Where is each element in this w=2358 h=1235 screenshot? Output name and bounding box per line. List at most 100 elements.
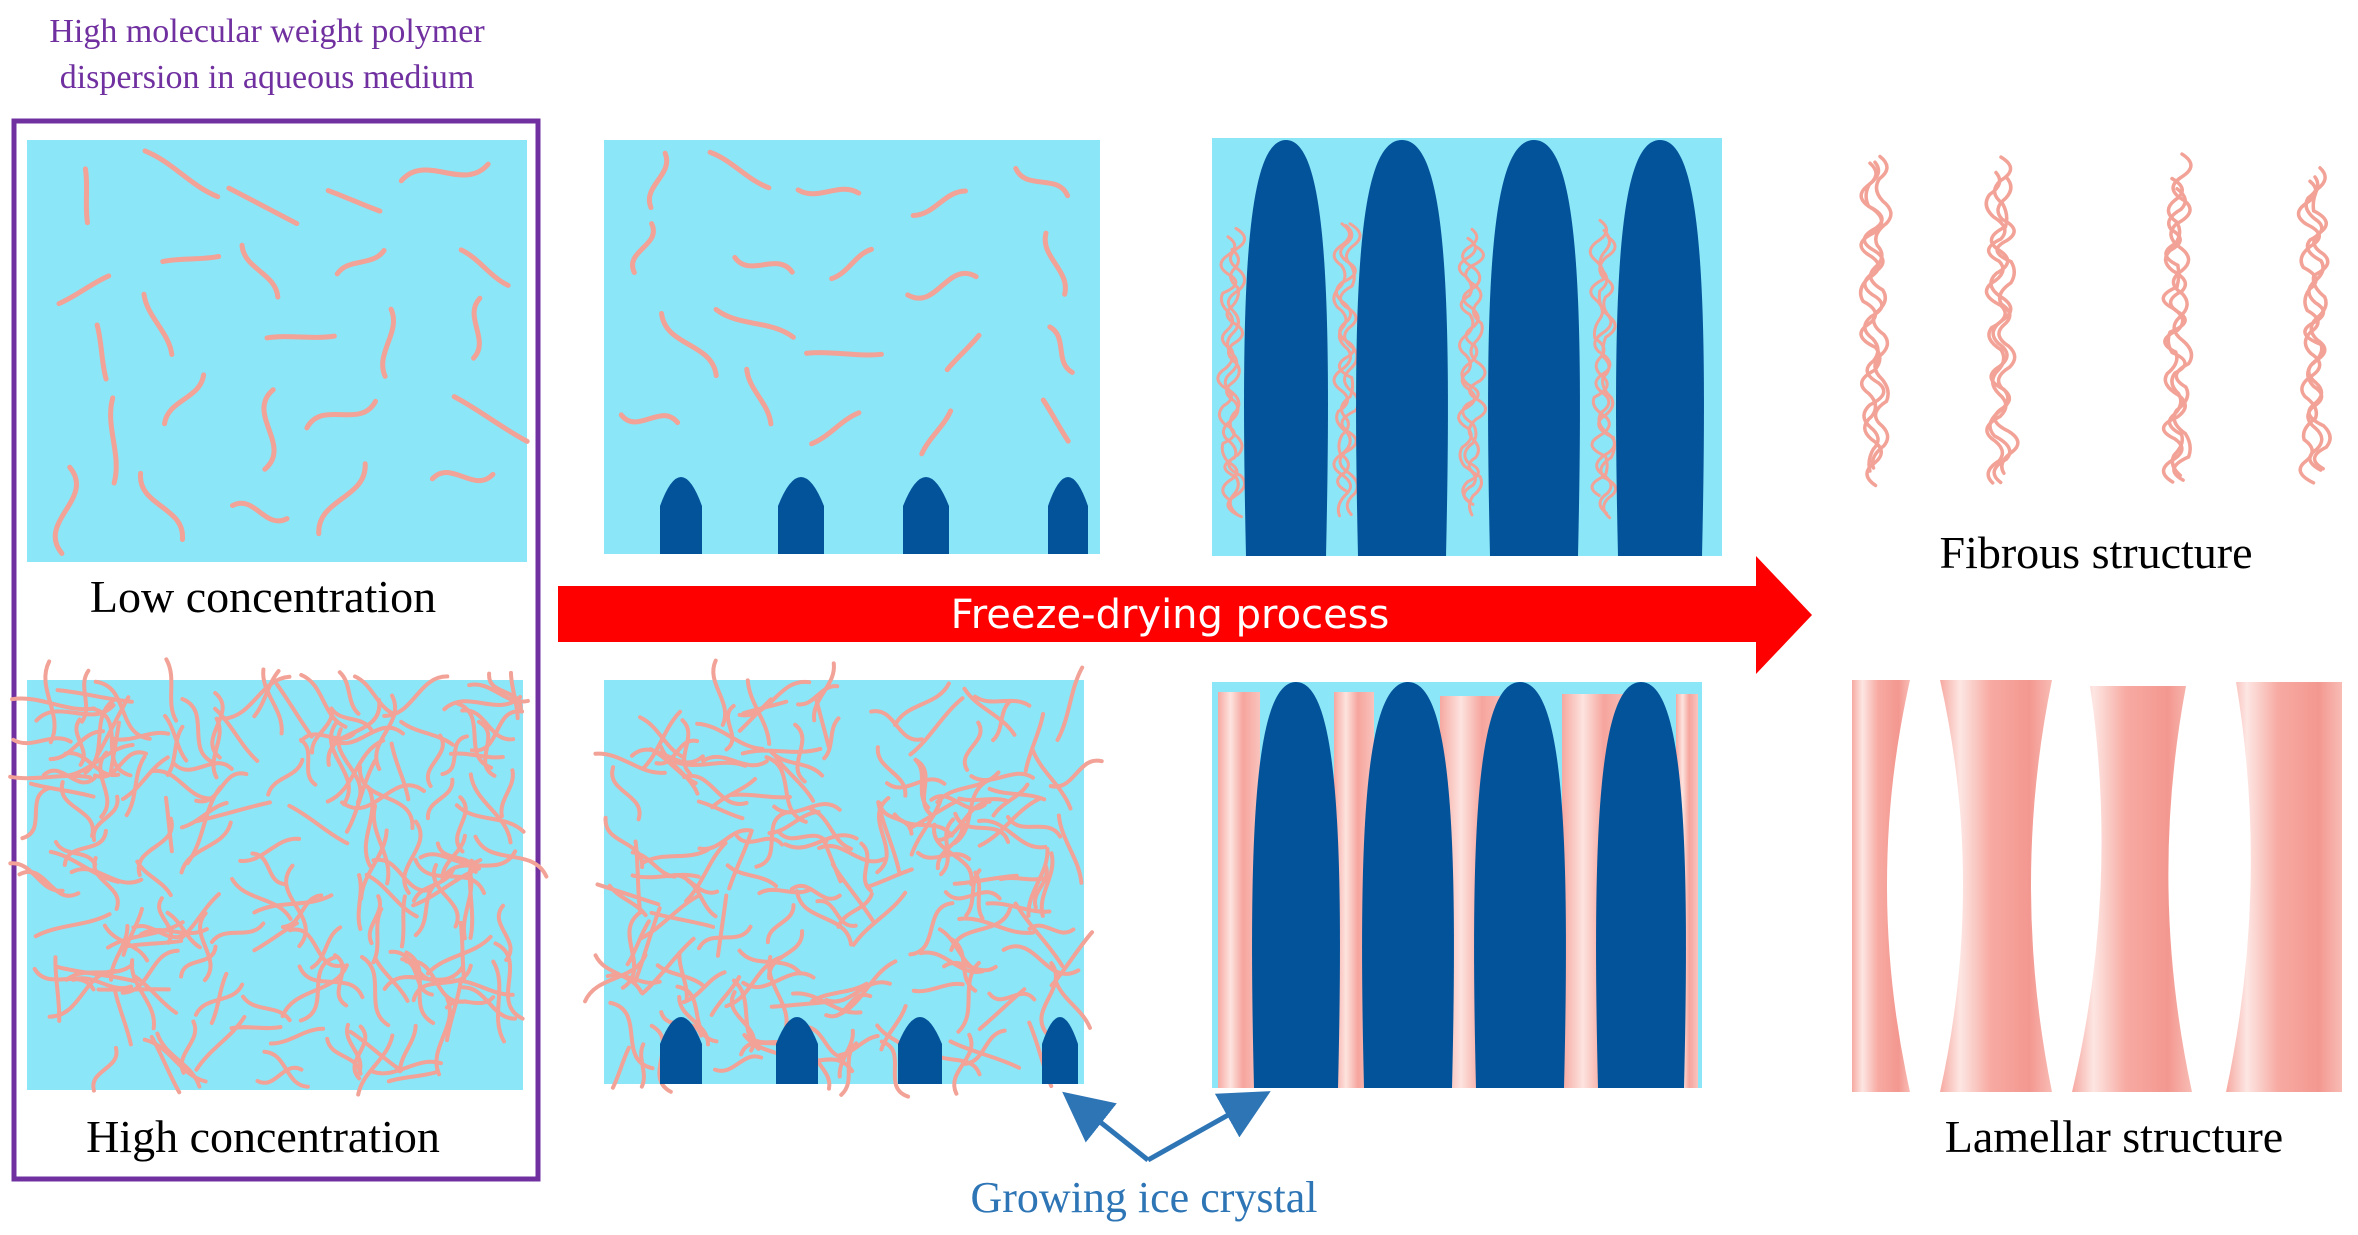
polymer-chain [1026, 846, 1050, 918]
polymer-chain [309, 925, 343, 970]
polymer-chain [160, 253, 222, 265]
polymer-chain [1023, 711, 1046, 773]
polymer-chain [789, 884, 842, 901]
polymer-chain [340, 783, 427, 811]
polymer-chain [725, 863, 779, 889]
ice-seed [778, 477, 824, 554]
polymer-chain [885, 777, 947, 790]
polymer-chain [991, 782, 1030, 818]
polymer-strand [1993, 175, 2020, 476]
polymer-chain [431, 863, 460, 929]
polymer-chain [108, 720, 121, 776]
polymer-chain [163, 795, 174, 854]
polymer-chain [69, 867, 144, 885]
polymer-chain [91, 794, 120, 843]
polymer-chains-high [8, 657, 549, 1097]
polymer-chain [764, 755, 808, 824]
polymer-chain [250, 851, 288, 887]
ice-crystal [1362, 682, 1454, 1088]
polymer-chain [1048, 758, 1104, 789]
polymer-chain [142, 1037, 208, 1084]
polymer-chain [356, 1033, 395, 1097]
low-concentration-label: Low concentration [90, 571, 436, 622]
polymer-chain [261, 387, 277, 472]
polymer-strand [2169, 152, 2194, 482]
polymer-strand [1984, 170, 2008, 485]
polymer-chain [757, 887, 813, 896]
polymer-chain [28, 781, 96, 799]
ice-crystal [1356, 140, 1448, 556]
polymer-chain [332, 953, 349, 1008]
polymer-chain [17, 870, 81, 898]
polymer-strand [1338, 222, 1362, 517]
polymer-chain [680, 718, 692, 776]
polymer-chain [194, 771, 249, 804]
polymer-chain [713, 306, 796, 340]
polymer-chain [275, 682, 314, 739]
polymer-chain [772, 802, 842, 815]
polymer-chain [469, 709, 525, 753]
polymer-strand [1597, 235, 1618, 520]
polymer-chain [610, 1045, 631, 1090]
polymer-chain [386, 1069, 440, 1084]
polymer-chain [817, 844, 886, 864]
low-concentration-panel [27, 140, 527, 562]
polymer-chain [593, 953, 644, 995]
polymer-chain [607, 883, 648, 918]
polymer-chain [74, 717, 86, 767]
polymer-chain [603, 815, 645, 870]
lamella [2072, 686, 2192, 1092]
polymer-chain [226, 185, 300, 227]
polymer-chain [211, 716, 222, 780]
polymer-chain [352, 1024, 368, 1081]
polymer-chain [1013, 165, 1071, 199]
polymer-chain [593, 751, 667, 775]
small-ice-crystals-bottom [660, 1017, 1078, 1084]
polymer-chain [963, 1028, 1007, 1066]
ice-seed [1048, 477, 1088, 554]
header-line-1: High molecular weight polymer [49, 13, 485, 50]
polymer-strand [2163, 186, 2188, 478]
ice-seed [1042, 1017, 1078, 1084]
polymer-chain [11, 736, 73, 746]
polymer-strand [1464, 245, 1488, 517]
polymer-chain [193, 982, 245, 1017]
polymer-chain [822, 716, 841, 761]
polymer-chain [209, 921, 266, 944]
polymer-chain [684, 841, 728, 904]
polymer-chain [252, 669, 281, 719]
polymer-chain [325, 1036, 363, 1076]
polymer-chain [491, 959, 507, 1044]
polymer-chain [230, 876, 293, 921]
polymer-chain [444, 995, 496, 1010]
polymer-chain [92, 855, 120, 911]
polymer-chain [241, 994, 292, 1023]
polymer-chain [425, 934, 493, 976]
polymer-chain [55, 688, 134, 704]
polymer-chain [380, 306, 396, 379]
polymer-chain [56, 273, 112, 307]
lamella [1852, 680, 1910, 1092]
polymer-chain [944, 332, 982, 373]
polymer-chain [162, 372, 207, 427]
polymer-chain [707, 149, 772, 191]
ice-crystal [1488, 140, 1580, 556]
small-ice-crystals-top [660, 477, 1088, 554]
polymer-chain [194, 1014, 247, 1072]
polymer-chain [633, 906, 662, 984]
polymer-chain [418, 852, 483, 866]
polymer-chain [639, 893, 701, 941]
polymer-chain [969, 771, 1035, 783]
polymer-chain [908, 696, 965, 757]
polymer-chain [807, 1025, 844, 1060]
polymer-chain [866, 867, 914, 889]
polymer-chain [962, 720, 983, 772]
polymer-chain [815, 899, 858, 928]
polymer-chain [397, 1023, 418, 1074]
polymer-chain [149, 1034, 182, 1095]
polymer-chain [646, 150, 670, 211]
polymer-chain [804, 350, 884, 358]
polymer-chain [1005, 815, 1063, 839]
ice-crystal [1244, 140, 1328, 556]
